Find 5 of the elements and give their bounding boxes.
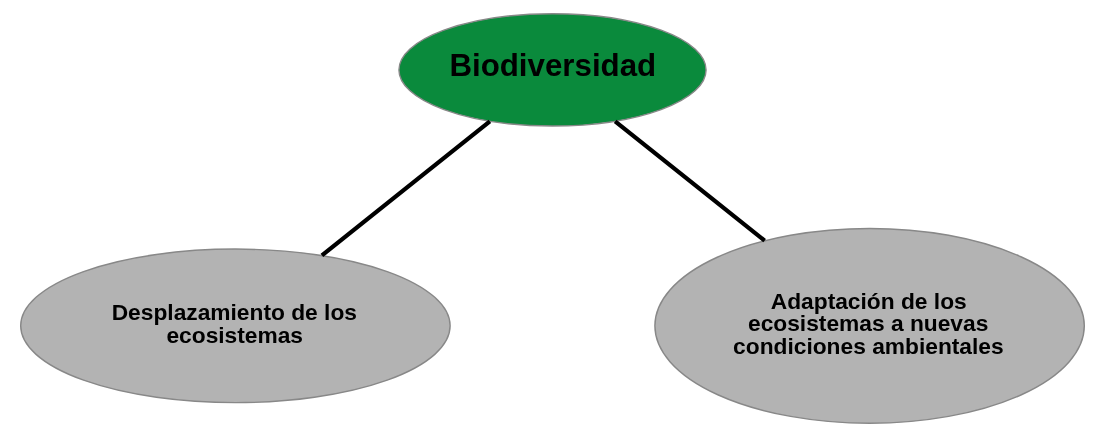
- connector: [613, 119, 766, 243]
- node-ellipse: Adaptación de los ecosistemas a nuevas condiciones ambientales: [654, 227, 1085, 424]
- node-ellipse: Biodiversidad: [398, 13, 707, 127]
- node-ellipse: Desplazamiento de los ecosistemas: [20, 248, 451, 404]
- connector: [320, 119, 492, 258]
